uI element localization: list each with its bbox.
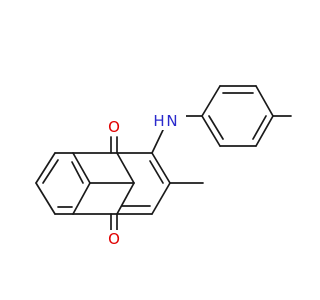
bond xyxy=(116,152,135,184)
double-bond-inner xyxy=(208,115,224,140)
hydrogen-label: H xyxy=(153,112,164,130)
label-background xyxy=(104,230,124,248)
left-benzo-ring xyxy=(35,152,91,215)
bond xyxy=(201,115,221,147)
nitrogen-label: N xyxy=(166,112,177,130)
central-quinone-ring xyxy=(72,152,135,215)
structure-canvas: N H O O xyxy=(35,85,292,248)
bond xyxy=(116,182,135,215)
bottom-carbonyl xyxy=(110,213,118,231)
bond xyxy=(72,182,91,215)
bond xyxy=(201,85,221,117)
oxygen-label: O xyxy=(108,118,120,136)
double-bond-inner xyxy=(252,115,267,140)
bond xyxy=(72,152,91,184)
bottom-oxygen-label: O xyxy=(104,230,124,248)
double-bond-inner xyxy=(71,161,84,184)
bond xyxy=(35,182,56,215)
label-background xyxy=(158,112,186,130)
oxygen-label: O xyxy=(108,230,120,248)
bond xyxy=(151,182,171,215)
top-oxygen-label: O xyxy=(104,118,124,136)
bond xyxy=(151,152,171,184)
amine-label: N H xyxy=(153,112,186,130)
p-tolyl-ring xyxy=(201,85,274,147)
bond xyxy=(255,115,274,147)
bond xyxy=(255,85,274,117)
double-bond-inner xyxy=(42,159,59,184)
bond xyxy=(151,129,164,154)
bond xyxy=(35,152,56,184)
double-bond-inner xyxy=(149,160,164,184)
top-carbonyl xyxy=(110,136,118,154)
label-background xyxy=(104,118,124,136)
chemical-structure: N H O O xyxy=(35,85,292,248)
right-aromatic-ring xyxy=(116,152,171,215)
